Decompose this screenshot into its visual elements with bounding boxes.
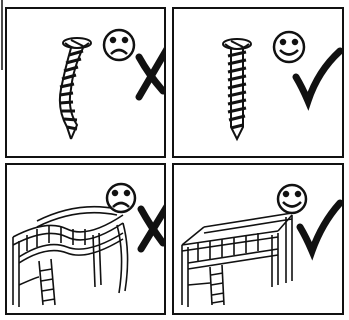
panel-screw-good: [172, 7, 344, 158]
check-mark-icon: [300, 203, 340, 251]
check-mark-icon: [296, 51, 340, 101]
bent-screw: [60, 38, 91, 139]
sad-face-icon: [107, 184, 135, 212]
panel-bed-bad: [5, 163, 166, 315]
straight-bed-illustration: [174, 165, 342, 313]
straight-loft-bed: [182, 213, 292, 307]
happy-face-icon: [274, 32, 304, 62]
warped-loft-bed: [13, 207, 128, 307]
panel-bed-good: [172, 163, 344, 315]
straight-screw-illustration: [174, 9, 342, 156]
happy-face-icon: [278, 185, 306, 213]
bent-screw-illustration: [7, 9, 164, 156]
page-edge-line: [0, 0, 4, 100]
sad-face-icon: [104, 30, 134, 60]
warped-bed-illustration: [7, 165, 164, 313]
cross-mark-icon: [141, 203, 164, 249]
straight-screw: [223, 39, 251, 139]
panel-screw-bad: [5, 7, 166, 158]
cross-mark-icon: [139, 49, 164, 97]
